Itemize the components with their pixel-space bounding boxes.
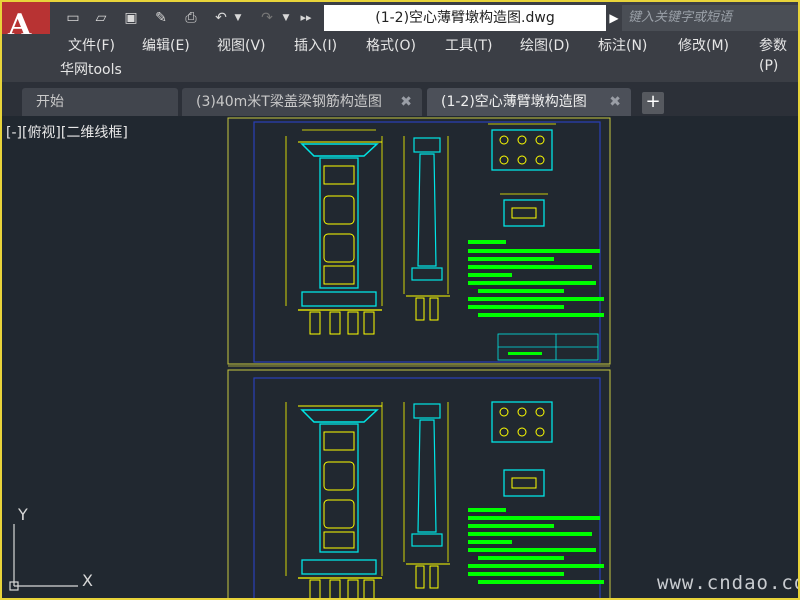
search-input[interactable]: 键入关键字或短语	[622, 5, 798, 31]
save-icon[interactable]: ▣	[124, 10, 138, 26]
pier-elevation-bottom	[285, 402, 383, 598]
menu-view[interactable]: 视图(V)	[217, 38, 266, 54]
drawing-canvas[interactable]: Y X [-][俯视][二维线框] www.cndao.com	[2, 116, 798, 598]
title-bar: A ▭ ▱ ▣ ✎ ⎙ ↶ ▼ ↷ ▼ ▸▸ (1-2)空心薄臂墩构造图.dwg…	[2, 2, 798, 50]
pier-side-bottom	[403, 402, 450, 589]
notes-block-bottom	[468, 508, 604, 584]
cad-drawing: Y X	[9, 117, 611, 598]
plan-sections-bottom	[491, 401, 553, 497]
redo-dropdown-icon[interactable]: ▼	[282, 13, 290, 23]
notes-block-top	[468, 240, 604, 317]
ucs-y-label: Y	[17, 505, 28, 524]
undo-dropdown-icon[interactable]: ▼	[234, 13, 242, 23]
open-folder-icon[interactable]: ▱	[95, 10, 107, 26]
frame-border-top	[253, 121, 601, 363]
menu-parameter[interactable]: 参数(P)	[759, 38, 787, 74]
undo-icon[interactable]: ↶	[215, 10, 227, 26]
sheet-border-top	[227, 117, 611, 365]
print-icon[interactable]: ⎙	[185, 10, 197, 26]
menu-draw[interactable]: 绘图(D)	[520, 38, 570, 54]
document-title: (1-2)空心薄臂墩构造图.dwg	[324, 5, 606, 31]
menu-edit[interactable]: 编辑(E)	[142, 38, 190, 54]
watermark: www.cndao.com	[657, 572, 798, 594]
menu-huawang-tools[interactable]: 华网tools	[60, 62, 122, 78]
plan-sections-top	[488, 123, 556, 227]
close-icon[interactable]: ✖	[609, 94, 621, 110]
tab-pier-drawing[interactable]: (1-2)空心薄臂墩构造图 ✖	[427, 88, 631, 116]
more-commands-icon[interactable]: ▸▸	[300, 11, 312, 24]
redo-icon[interactable]: ↷	[261, 10, 273, 26]
menu-dimension[interactable]: 标注(N)	[598, 38, 648, 54]
sheet-border-bottom	[227, 369, 611, 598]
pier-elevation-top	[285, 129, 383, 335]
menu-bar: 文件(F) 编辑(E) 视图(V) 插入(I) 格式(O) 工具(T) 绘图(D…	[2, 34, 798, 82]
frame-border-bottom	[253, 377, 601, 598]
menu-modify[interactable]: 修改(M)	[678, 38, 730, 54]
menu-insert[interactable]: 插入(I)	[294, 38, 338, 54]
close-icon[interactable]: ✖	[400, 94, 412, 110]
viewport-controls[interactable]: [-][俯视][二维线框]	[6, 125, 128, 141]
menu-file[interactable]: 文件(F)	[68, 38, 115, 54]
save-as-icon[interactable]: ✎	[155, 10, 167, 26]
tab-t-beam-drawing[interactable]: (3)40m米T梁盖梁钢筋构造图 ✖	[182, 88, 422, 116]
title-block-top	[497, 333, 599, 361]
tab-start[interactable]: 开始	[22, 88, 178, 116]
tab-label: (1-2)空心薄臂墩构造图	[441, 94, 587, 110]
pier-side-top	[403, 136, 450, 321]
tab-label: 开始	[36, 94, 64, 110]
menu-format[interactable]: 格式(O)	[366, 38, 416, 54]
tab-label: (3)40m米T梁盖梁钢筋构造图	[196, 94, 382, 110]
add-tab-icon[interactable]: +	[642, 92, 664, 114]
file-tab-bar: 开始 (3)40m米T梁盖梁钢筋构造图 ✖ (1-2)空心薄臂墩构造图 ✖ +	[2, 82, 798, 116]
menu-tools[interactable]: 工具(T)	[445, 38, 493, 54]
title-arrow-icon[interactable]: ▶	[609, 11, 619, 25]
ucs-icon	[9, 524, 78, 591]
new-file-icon[interactable]: ▭	[66, 10, 80, 26]
ucs-x-label: X	[82, 571, 93, 590]
